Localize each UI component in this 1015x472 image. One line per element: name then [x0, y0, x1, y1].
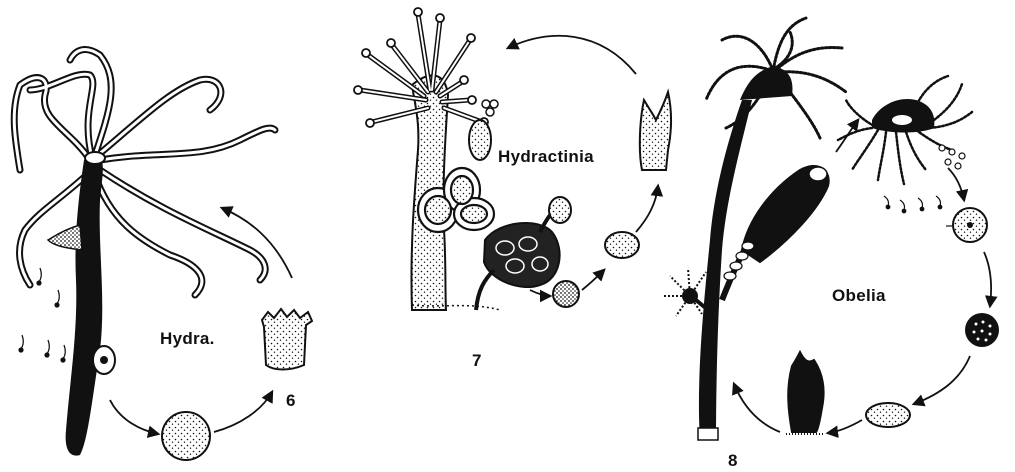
hydractinia-egg [553, 281, 579, 307]
obelia-label: Obelia [832, 287, 886, 304]
hydra-tentacles [14, 50, 275, 295]
hydra-panel [14, 50, 312, 460]
obelia-stalk [699, 100, 752, 440]
obelia-panel [664, 18, 999, 440]
obelia-young-polyp [788, 352, 823, 432]
obelia-cycle-arrows [734, 120, 991, 433]
hydra-young-polyp [262, 309, 312, 370]
hydractinia-label: Hydractinia [498, 148, 594, 165]
hydra-figure-number: 6 [286, 392, 295, 409]
hydra-testis [48, 225, 82, 250]
hydra-body [66, 160, 103, 456]
hydractinia-figure-number: 7 [472, 352, 481, 369]
hydractinia-young-polyp [640, 92, 671, 170]
hydra-egg [162, 412, 210, 460]
obelia-planula [866, 403, 910, 427]
hydra-label: Hydra. [160, 330, 215, 347]
hydractinia-sporosac [484, 223, 560, 287]
hydractinia-planula [605, 232, 639, 258]
obelia-figure-number: 8 [728, 452, 737, 469]
